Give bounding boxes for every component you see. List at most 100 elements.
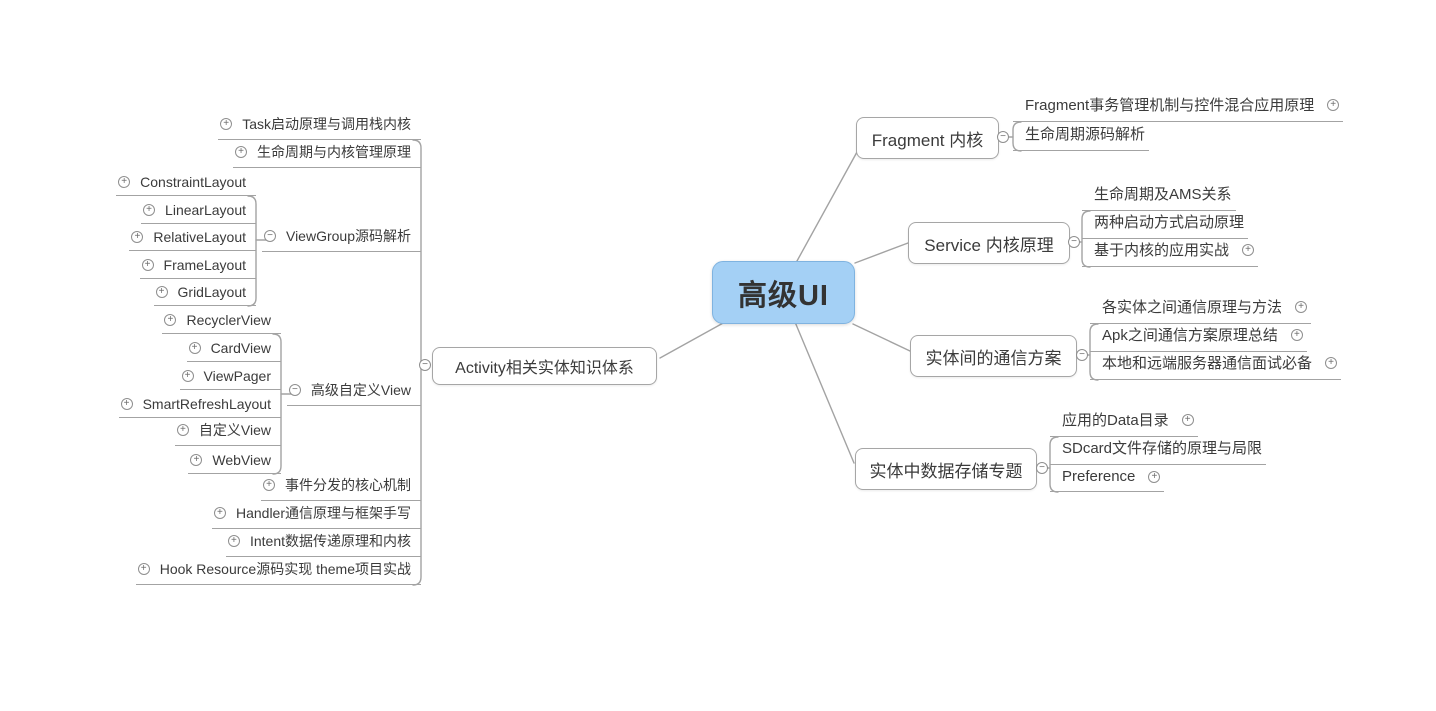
topic-label: Apk之间通信方案原理总结 — [1102, 327, 1278, 344]
expand-icon[interactable]: + — [1181, 413, 1194, 426]
expand-icon[interactable]: + — [263, 479, 275, 491]
expand-icon[interactable]: + — [1295, 300, 1308, 313]
expand-icon[interactable]: + — [220, 118, 233, 130]
topic-sdcard-storage[interactable]: SDcard文件存储的原理与局限 — [1050, 437, 1267, 465]
node-service-label: Service 内核原理 — [924, 235, 1054, 255]
topic-linearlayout[interactable]: + LinearLayout — [141, 202, 256, 224]
collapse-icon[interactable]: − — [997, 131, 1009, 143]
edge-root-communication — [852, 323, 911, 352]
collapse-icon[interactable]: − — [1076, 349, 1088, 361]
expand-icon[interactable]: + — [188, 342, 201, 354]
topic-label: WebView — [212, 452, 271, 468]
expand-icon[interactable]: + — [1325, 356, 1338, 369]
topic-label: Hook Resource源码实现 theme项目实战 — [159, 561, 411, 577]
expand-icon[interactable]: + — [118, 176, 131, 188]
topic-label: 高级自定义View — [310, 382, 411, 398]
topic-label: 事件分发的核心机制 — [285, 477, 411, 493]
topic-viewgroup-source[interactable]: − ViewGroup源码解析 — [261, 226, 421, 252]
topic-gridlayout[interactable]: + GridLayout — [153, 284, 256, 306]
expand-icon[interactable]: + — [120, 398, 133, 410]
topic-task-launch-stack[interactable]: + Task启动原理与调用栈内核 — [218, 114, 421, 140]
topic-label: 各实体之间通信原理与方法 — [1102, 299, 1283, 316]
node-activity-label: Activity相关实体知识体系 — [455, 360, 634, 377]
topic-advanced-customview[interactable]: − 高级自定义View — [286, 380, 421, 406]
topic-cardview[interactable]: + CardView — [186, 340, 281, 362]
expand-icon[interactable]: + — [213, 507, 226, 519]
expand-icon[interactable]: + — [1327, 98, 1340, 111]
expand-icon[interactable]: + — [176, 424, 189, 436]
node-storage-label: 实体中数据存储专题 — [869, 461, 1023, 481]
topic-relativelayout[interactable]: + RelativeLayout — [129, 229, 256, 251]
topic-label: Handler通信原理与框架手写 — [235, 505, 411, 521]
topic-intent-transfer[interactable]: + Intent数据传递原理和内核 — [225, 531, 421, 557]
edge-root-storage — [794, 321, 855, 464]
topic-label: 本地和远端服务器通信面试必备 — [1102, 355, 1313, 372]
node-communication-label: 实体间的通信方案 — [925, 348, 1062, 368]
collapse-icon[interactable]: − — [263, 230, 276, 242]
topic-label: RecyclerView — [186, 312, 271, 328]
topic-label: ConstraintLayout — [140, 174, 246, 190]
topic-smartrefreshlayout[interactable]: + SmartRefreshLayout — [118, 396, 281, 418]
topic-local-remote-server[interactable]: 本地和远端服务器通信面试必备 + — [1090, 352, 1342, 380]
topic-constraintlayout[interactable]: + ConstraintLayout — [116, 174, 256, 196]
topic-framelayout[interactable]: + FrameLayout — [139, 257, 256, 279]
topic-lifecycle-source[interactable]: 生命周期源码解析 — [1013, 123, 1150, 151]
root-topic-label: 高级UI — [737, 279, 829, 312]
expand-icon[interactable]: + — [155, 286, 168, 298]
node-fragment-core[interactable]: Fragment 内核 — [856, 117, 999, 159]
expand-icon[interactable]: + — [181, 370, 194, 382]
topic-label: ViewPager — [203, 368, 271, 384]
topic-lifecycle-ams[interactable]: 生命周期及AMS关系 — [1082, 183, 1236, 211]
topic-two-start-modes[interactable]: 两种启动方式启动原理 — [1082, 211, 1249, 239]
expand-icon[interactable]: + — [1290, 328, 1303, 341]
topic-recyclerview[interactable]: + RecyclerView — [162, 312, 281, 334]
collapse-icon[interactable]: − — [1068, 236, 1080, 248]
topic-webview[interactable]: + WebView — [188, 452, 281, 474]
topic-label: RelativeLayout — [153, 229, 246, 245]
topic-label: CardView — [210, 340, 271, 356]
collapse-icon[interactable]: − — [419, 359, 431, 371]
edge-root-activity — [659, 321, 726, 359]
topic-lifecycle-management[interactable]: + 生命周期与内核管理原理 — [233, 142, 421, 168]
topic-app-data-dir[interactable]: 应用的Data目录 + — [1050, 409, 1198, 437]
topic-label: Task启动原理与调用栈内核 — [242, 116, 411, 132]
topic-viewpager[interactable]: + ViewPager — [179, 368, 281, 390]
collapse-icon[interactable]: − — [1036, 462, 1048, 474]
topic-label: Intent数据传递原理和内核 — [249, 533, 411, 549]
topic-event-dispatch[interactable]: + 事件分发的核心机制 — [261, 475, 421, 501]
topic-label: 生命周期与内核管理原理 — [257, 144, 411, 160]
node-service-core[interactable]: Service 内核原理 — [908, 222, 1070, 264]
topic-label: Fragment事务管理机制与控件混合应用原理 — [1025, 97, 1315, 114]
topic-label: 生命周期源码解析 — [1025, 126, 1146, 143]
topic-label: Preference — [1062, 468, 1136, 485]
topic-customview[interactable]: + 自定义View — [174, 420, 281, 446]
expand-icon[interactable]: + — [137, 563, 150, 575]
expand-icon[interactable]: + — [1242, 243, 1255, 256]
topic-entity-comm-methods[interactable]: 各实体之间通信原理与方法 + — [1090, 296, 1312, 324]
root-topic[interactable]: 高级UI — [712, 261, 855, 324]
collapse-icon[interactable]: − — [288, 384, 301, 396]
topic-kernel-practice[interactable]: 基于内核的应用实战 + — [1082, 239, 1259, 267]
expand-icon[interactable]: + — [164, 314, 177, 326]
expand-icon[interactable]: + — [1148, 470, 1161, 483]
topic-label: 自定义View — [198, 422, 271, 438]
edge-root-fragment — [796, 151, 858, 262]
expand-icon[interactable]: + — [227, 535, 240, 547]
topic-label: 两种启动方式启动原理 — [1094, 214, 1245, 231]
topic-fragment-transaction[interactable]: Fragment事务管理机制与控件混合应用原理 + — [1013, 94, 1344, 122]
topic-apk-communication[interactable]: Apk之间通信方案原理总结 + — [1090, 324, 1307, 352]
topic-hook-resource-theme[interactable]: + Hook Resource源码实现 theme项目实战 — [135, 559, 421, 585]
expand-icon[interactable]: + — [141, 259, 154, 271]
expand-icon[interactable]: + — [235, 146, 247, 158]
node-data-storage[interactable]: 实体中数据存储专题 — [855, 448, 1037, 490]
node-entity-communication[interactable]: 实体间的通信方案 — [910, 335, 1077, 377]
node-activity-knowledge[interactable]: Activity相关实体知识体系 — [432, 347, 657, 385]
expand-icon[interactable]: + — [131, 231, 144, 243]
expand-icon[interactable]: + — [143, 204, 156, 216]
expand-icon[interactable]: + — [190, 454, 203, 466]
topic-label: 基于内核的应用实战 — [1094, 242, 1230, 259]
topic-preference[interactable]: Preference + — [1050, 468, 1165, 492]
topic-handler-framework[interactable]: + Handler通信原理与框架手写 — [211, 503, 421, 529]
edge-root-service — [854, 242, 909, 264]
